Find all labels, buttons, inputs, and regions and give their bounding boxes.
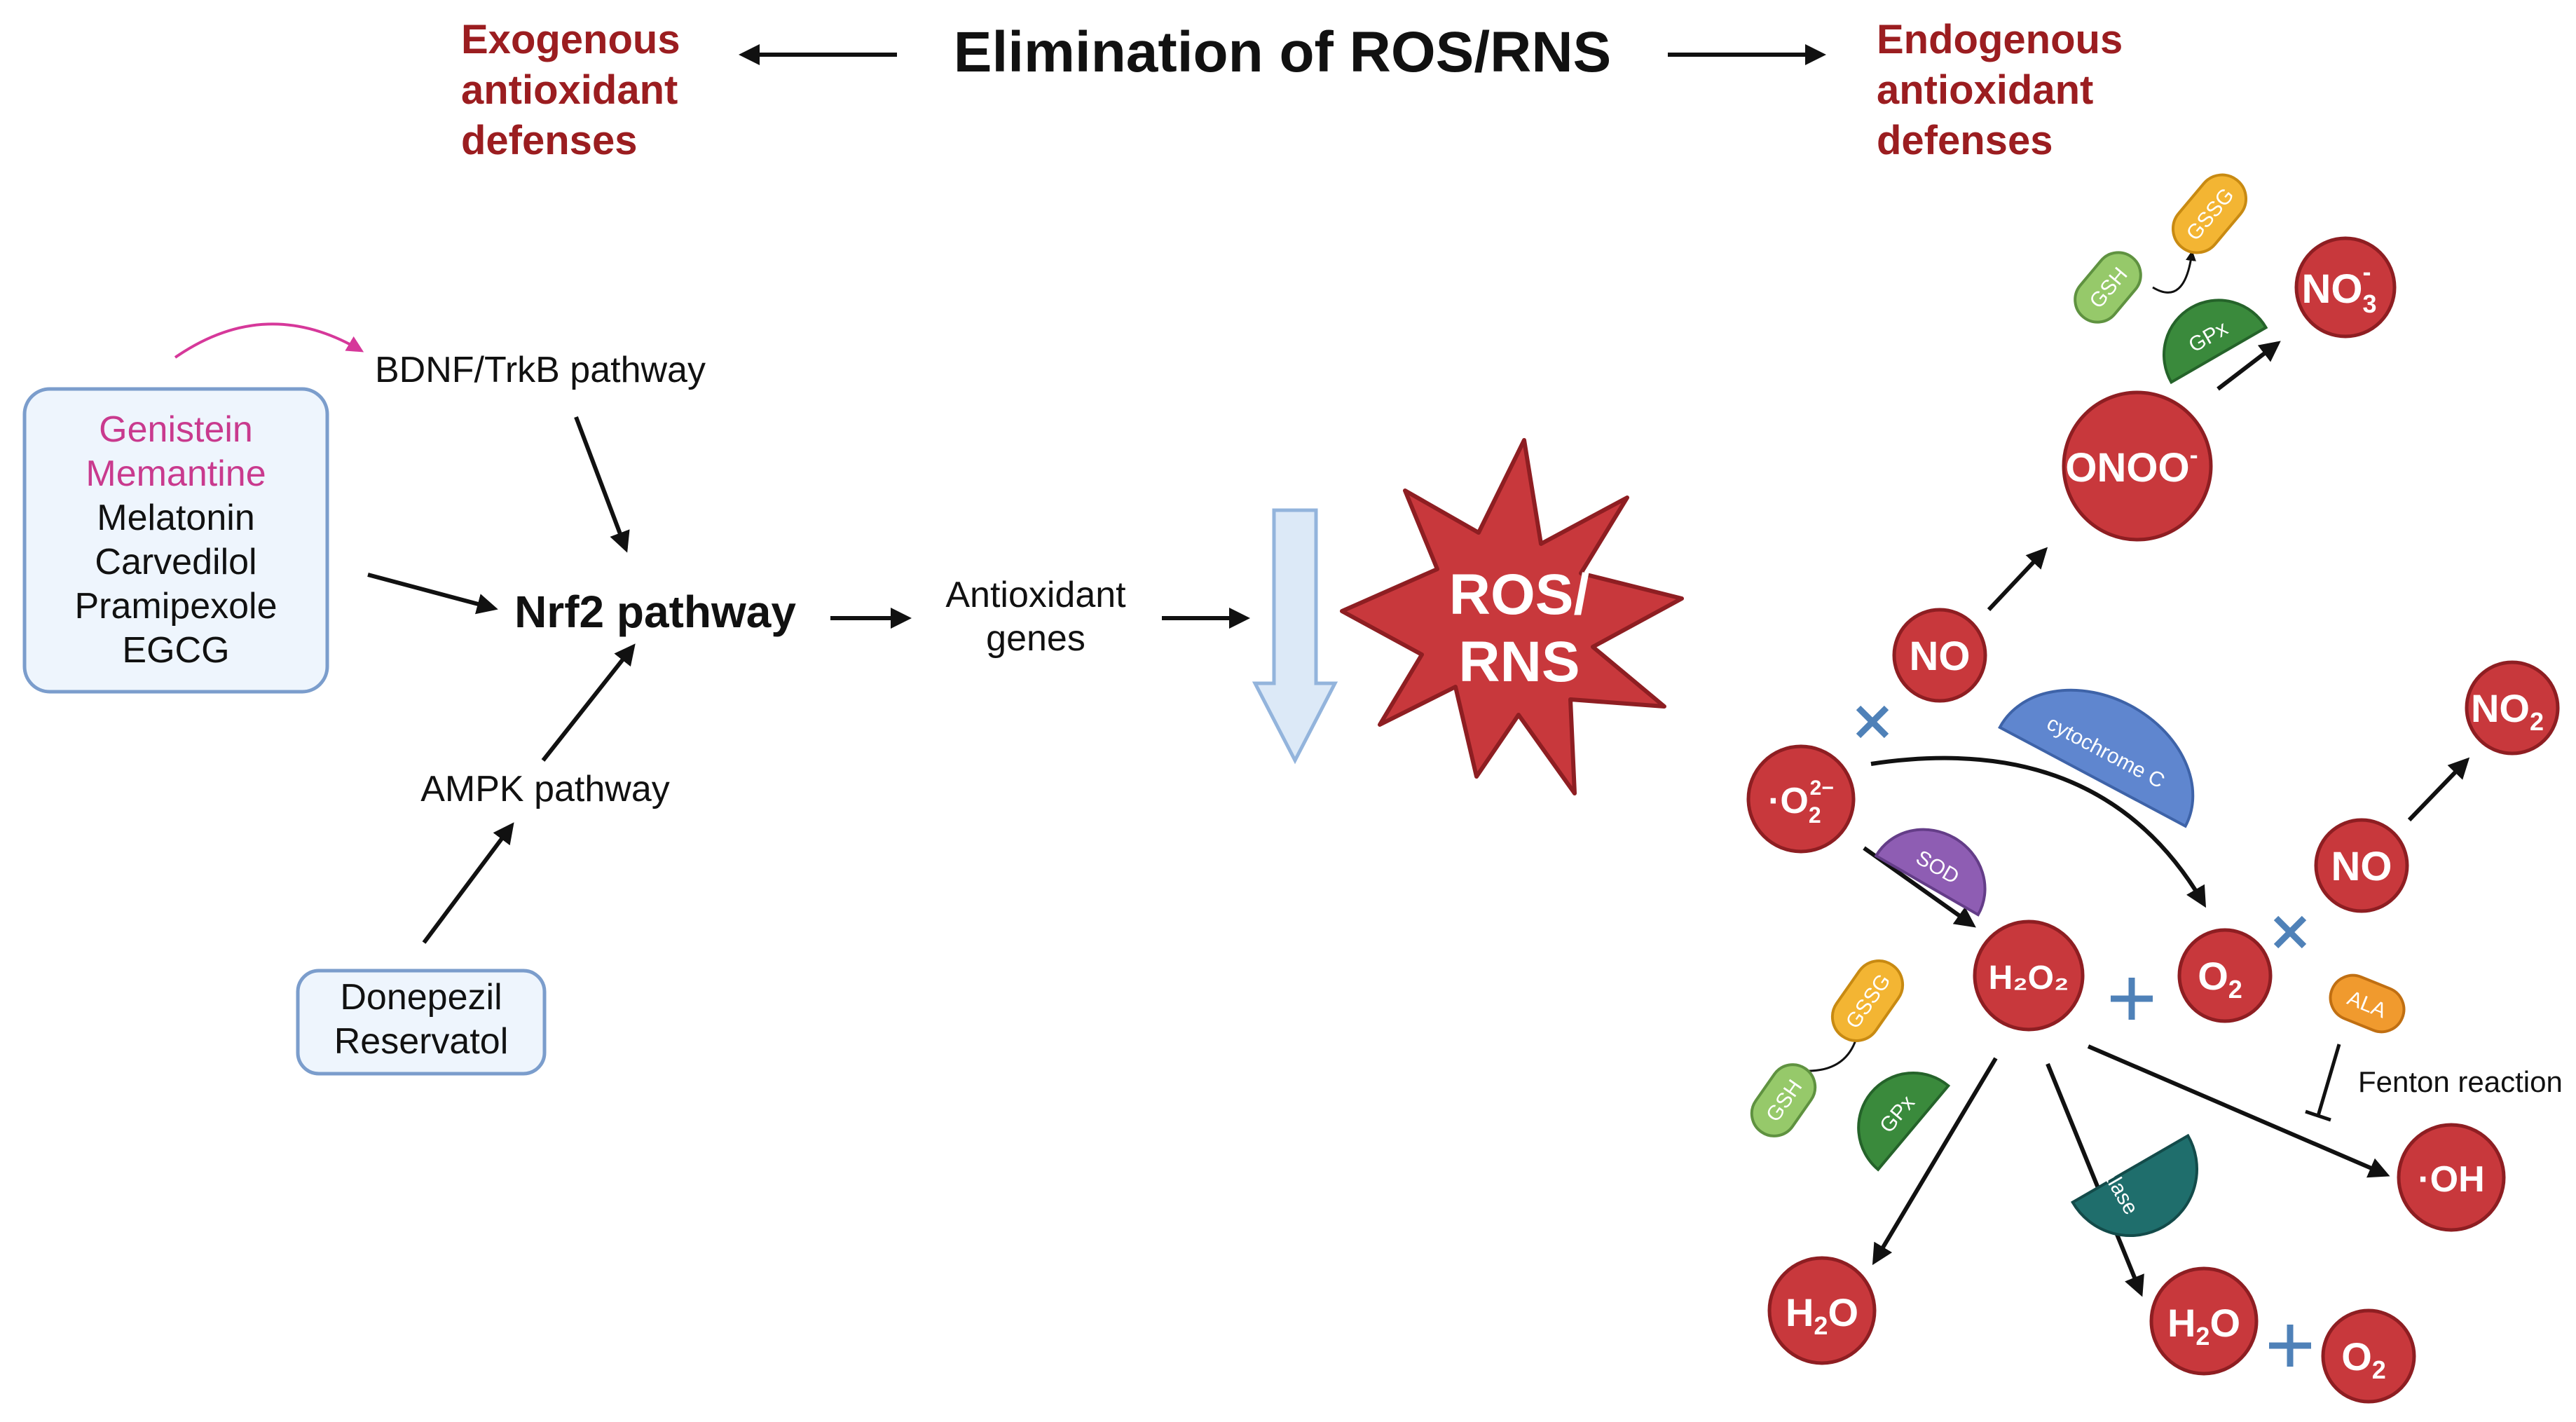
onoo-molecule: ONOO- [2062,390,2213,542]
diagram-title: Elimination of ROS/RNS [954,20,1611,84]
gsh-lower-pill: GSH [1750,1063,1817,1137]
h2o2-to-h2o-arrow [1872,1057,1998,1266]
gssg-upper-pill: GSSG [2172,173,2247,254]
gssg-lower-pill: GSSG [1830,959,1905,1042]
svg-text:Endogenous: Endogenous [1877,17,2123,62]
no2-molecule: NO2 [2465,660,2560,756]
svg-text:NO: NO [2331,844,2392,889]
drug-box-main [22,387,329,694]
cross-mark-lower [2273,915,2307,949]
svg-text:NO2: NO2 [2471,686,2544,736]
h2o2-molecule: H₂O₂ [1973,919,2085,1032]
drug-donepezil: Donepezil [340,977,502,1018]
svg-text:O2: O2 [2341,1334,2386,1384]
svg-text:antioxidant: antioxidant [1877,67,2093,113]
svg-text:Exogenous: Exogenous [461,17,680,62]
sod-enzyme: SOD [1874,828,1987,917]
h2o2-to-h2o-o2-arrow [2046,1062,2144,1297]
nrf2-pathway-label: Nrf2 pathway [514,587,796,637]
svg-text:O2: O2 [2198,954,2242,1004]
bdnf-to-nrf2-arrow [574,416,630,553]
cross-mark-upper [1856,705,1889,739]
plus-h2o-o2 [2269,1325,2311,1367]
drug-genistein: Genistein [99,409,253,450]
svg-text:NO: NO [1910,634,1971,679]
ampk-pathway-label: AMPK pathway [420,769,670,809]
catalase-enzyme: catalase [2070,1133,2198,1237]
drug-melatonin: Melatonin [97,498,254,538]
ros-burst-label-line1: ROS/ [1449,563,1589,627]
gpx-upper-enzyme: GPx [2163,299,2268,385]
superoxide-to-o2-arc [1870,756,2207,908]
drug-egcg: EGCG [122,630,229,671]
plus-h2o2-o2 [2111,978,2153,1020]
hydroxyl-radical-molecule: ·OH [2397,1123,2506,1232]
drugs-to-nrf2-arrow [367,573,498,615]
svg-text:·OH: ·OH [2418,1159,2484,1200]
genistein-to-bdnf-arrow [174,322,364,359]
donepezil-to-ampk-arrow [422,822,514,944]
superoxide-molecule: ·O22− [1746,744,1856,854]
o2-molecule: O2 [2177,928,2273,1023]
svg-text:genes: genes [986,618,1085,659]
endogenous-heading: Endogenous antioxidant defenses [1877,17,2123,163]
h2o-right-molecule: H2O [2149,1266,2259,1376]
gsh-upper-pill: GSH [2074,251,2142,324]
ros-burst-label-line2: RNS [1458,630,1580,694]
svg-text:NO3-: NO3- [2301,257,2376,318]
o2-product-molecule: O2 [2321,1308,2416,1404]
onoo-to-no3-arrow [2217,341,2281,391]
drug-reservatol: Reservatol [334,1021,509,1062]
drug-list-main: Genistein Memantine Melatonin Carvedilol… [74,409,277,671]
drug-pramipexole: Pramipexole [74,586,277,627]
cytochrome-c-enzyme: cytochrome C [1998,688,2195,828]
drug-box-secondary [296,969,547,1076]
drug-memantine: Memantine [85,453,266,494]
svg-text:antioxidant: antioxidant [461,67,678,113]
svg-text:·O22−: ·O22− [1768,777,1834,828]
no-lower-to-no2-arrow [2407,757,2470,822]
ala-pill: ALA [2329,973,2406,1034]
svg-text:Antioxidant: Antioxidant [945,575,1126,615]
svg-text:H₂O₂: H₂O₂ [1989,959,2069,997]
h2o-left-molecule: H2O [1767,1256,1877,1365]
decrease-arrow-icon [1252,508,1338,765]
svg-text:H2O: H2O [1786,1290,1858,1340]
drug-carvedilol: Carvedilol [95,542,256,582]
svg-text:H2O: H2O [2167,1301,2240,1351]
ros-burst-icon [1340,438,1684,795]
no-upper-molecule: NO [1892,608,1987,703]
h2o2-to-oh-arrow [2087,1044,2390,1178]
bdnf-trkb-pathway-label: BDNF/TrkB pathway [375,350,706,390]
fenton-reaction-label: Fenton reaction [2358,1065,2563,1098]
no-lower-molecule: NO [2314,818,2409,913]
no3-molecule: NO3- [2294,236,2397,339]
no-to-onoo-arrow [1987,547,2048,612]
ampk-to-nrf2-arrow [541,643,636,762]
exogenous-heading: Exogenous antioxidant defenses [461,17,680,163]
gsh-to-gssg-curve [2152,250,2196,294]
antioxidant-genes-label: Antioxidant genes [945,575,1126,659]
svg-text:defenses: defenses [461,118,637,163]
svg-text:ONOO-: ONOO- [2065,440,2198,491]
gpx-lower-enzyme: GPx [1857,1072,1951,1172]
fenton-inhibition-line [2305,1044,2341,1122]
svg-text:defenses: defenses [1877,118,2053,163]
